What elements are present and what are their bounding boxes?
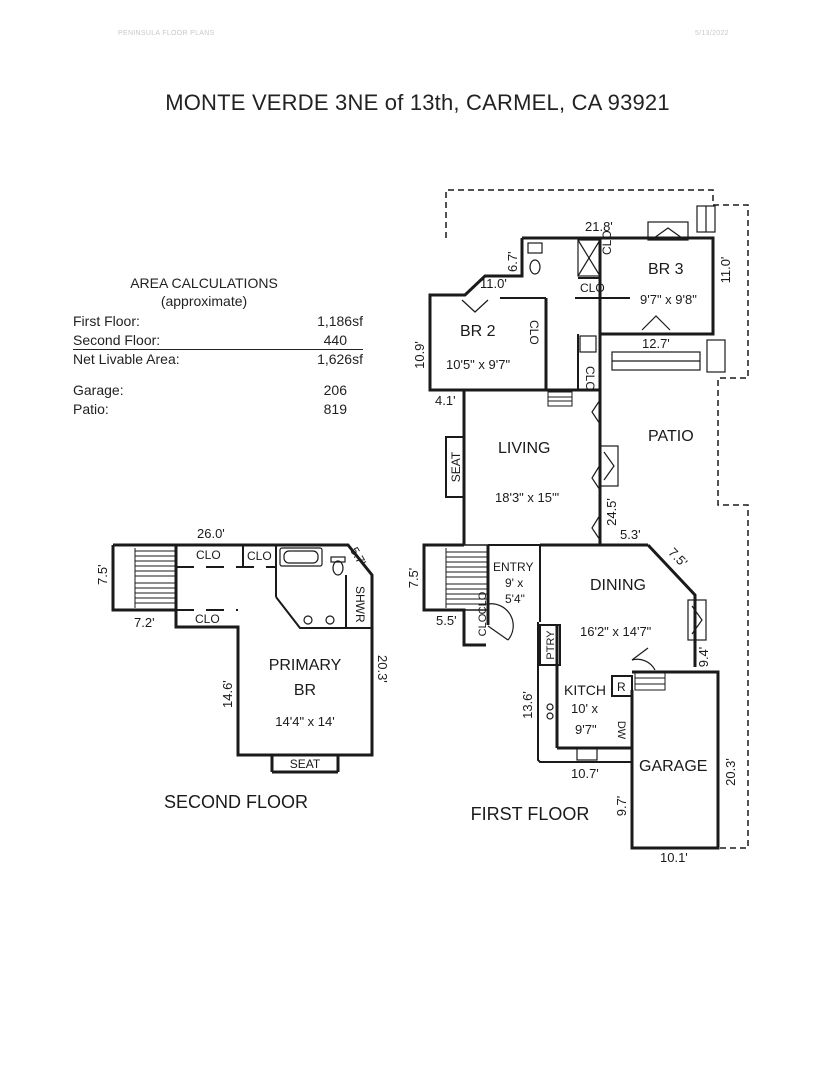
entry-name: ENTRY [493, 560, 533, 574]
ff-dim-109: 10.9' [412, 341, 427, 369]
area-second-value: 440 [323, 332, 347, 348]
patio-dashed-outline [445, 189, 749, 849]
toilet-icon [330, 556, 346, 576]
first-floor-label: FIRST FLOOR [471, 804, 590, 824]
ff-ptry: PTRY [545, 630, 557, 660]
ff-br2-clo: CLO [527, 320, 541, 345]
page-title: MONTE VERDE 3NE of 13th, CARMEL, CA 9392… [165, 90, 670, 115]
ff-entry-clo-2: CLO [477, 613, 489, 636]
ff-dim-75b: 7.5' [406, 568, 421, 589]
sf-dim-left: 7.5' [95, 564, 110, 585]
living-size: 18'3" x 15'" [495, 490, 559, 505]
sf-seat: SEAT [290, 757, 321, 771]
entry-size-1: 9' x [505, 576, 523, 590]
dining-name: DINING [590, 577, 646, 594]
sf-clo-1: CLO [196, 548, 221, 562]
sf-clo-3: CLO [195, 612, 220, 626]
area-first-value: 1,186sf [317, 313, 363, 329]
area-subheading: (approximate) [160, 293, 248, 309]
second-floor-label: SECOND FLOOR [164, 792, 308, 812]
area-sum-rule [73, 349, 363, 350]
primary-br-name-2: BR [294, 682, 316, 699]
dining-size: 16'2" x 14'7" [580, 624, 652, 639]
ff-dim-53: 5.3' [620, 527, 641, 542]
ff-dim-110a: 11.0' [480, 276, 507, 291]
sf-shwr: SHWR [353, 586, 367, 623]
ff-dim-136: 13.6' [520, 691, 535, 719]
area-garage-label: Garage: [73, 382, 124, 398]
living-name: LIVING [498, 440, 550, 457]
ff-bath-clo: CLO [580, 281, 605, 295]
entry-size-2: 5'4" [505, 592, 525, 606]
second-floor-stairs [134, 548, 176, 608]
ff-dim-203: 20.3' [723, 758, 738, 786]
patio-furniture [611, 205, 726, 373]
sink-icon [303, 615, 335, 625]
area-patio-label: Patio: [73, 401, 109, 417]
area-garage-value: 206 [323, 382, 347, 398]
area-row-garage: Garage: 206 [73, 381, 363, 400]
ff-dim-41: 4.1' [435, 393, 456, 408]
ff-fridge: R [617, 680, 626, 694]
ff-dim-94: 9.4' [696, 647, 711, 668]
sf-clo-2: CLO [247, 549, 272, 563]
br3-name: BR 3 [648, 261, 684, 278]
patio-label: PATIO [648, 428, 694, 445]
sf-dim-top: 26.0' [197, 526, 225, 541]
sf-dim-bottom-left: 7.2' [134, 615, 155, 630]
ff-dim-97: 9.7' [614, 796, 629, 817]
area-first-label: First Floor: [73, 313, 140, 329]
area-second-label: Second Floor: [73, 332, 161, 348]
br2-size: 10'5" x 9'7" [446, 357, 510, 372]
first-floor-stairs [423, 391, 666, 691]
doors [461, 299, 671, 671]
ff-dim-55: 5.5' [436, 613, 457, 628]
ff-dw: DW [615, 721, 627, 740]
ff-dim-107: 10.7' [571, 766, 599, 781]
area-row-first: First Floor: 1,186sf [73, 312, 363, 331]
company-watermark: PENINSULA FLOOR PLANS [118, 30, 215, 37]
area-row-net: Net Livable Area: 1,626sf [73, 350, 363, 369]
primary-br-name-1: PRIMARY [269, 657, 342, 674]
second-floor-walls [111, 543, 374, 774]
plan-date: 5/13/2022 [695, 30, 729, 37]
kitchen-name: KITCH [564, 682, 606, 698]
ff-hall-clo: CLO [583, 366, 597, 391]
area-net-value: 1,626sf [317, 351, 363, 367]
area-row-second: Second Floor: 440 [73, 331, 363, 350]
primary-br-size: 14'4" x 14' [275, 714, 334, 729]
kitchen-size-2: 9'7" [575, 722, 597, 737]
fireplace-icon [599, 221, 707, 641]
bathtub-icon [279, 547, 323, 567]
sf-dim-right: 20.3' [375, 655, 390, 683]
sf-dim-inner: 14.6' [220, 680, 235, 708]
br3-size: 9'7" x 9'8" [640, 292, 697, 307]
bath-fixtures [527, 239, 601, 761]
ff-br3-clo-v: CLO [600, 230, 614, 255]
area-heading: AREA CALCULATIONS [130, 275, 278, 291]
ff-entry-clo-1: CLO [477, 591, 489, 614]
ff-dim-218: 21.8' [585, 219, 613, 234]
ff-seat: SEAT [449, 451, 463, 482]
area-calculations: AREA CALCULATIONS (approximate) First Fl… [73, 274, 363, 419]
area-row-patio: Patio: 819 [73, 400, 363, 419]
ff-dim-101: 10.1' [660, 850, 688, 865]
br2-name: BR 2 [460, 323, 496, 340]
area-patio-value: 819 [323, 401, 347, 417]
kitchen-size-1: 10' x [571, 701, 599, 716]
ff-dim-245: 24.5' [604, 498, 619, 526]
ff-dim-67: 6.7' [505, 251, 520, 272]
area-net-label: Net Livable Area: [73, 351, 180, 367]
ff-dim-127: 12.7' [642, 336, 670, 351]
ff-dim-110b: 11.0' [718, 257, 733, 284]
garage-label: GARAGE [639, 758, 707, 775]
